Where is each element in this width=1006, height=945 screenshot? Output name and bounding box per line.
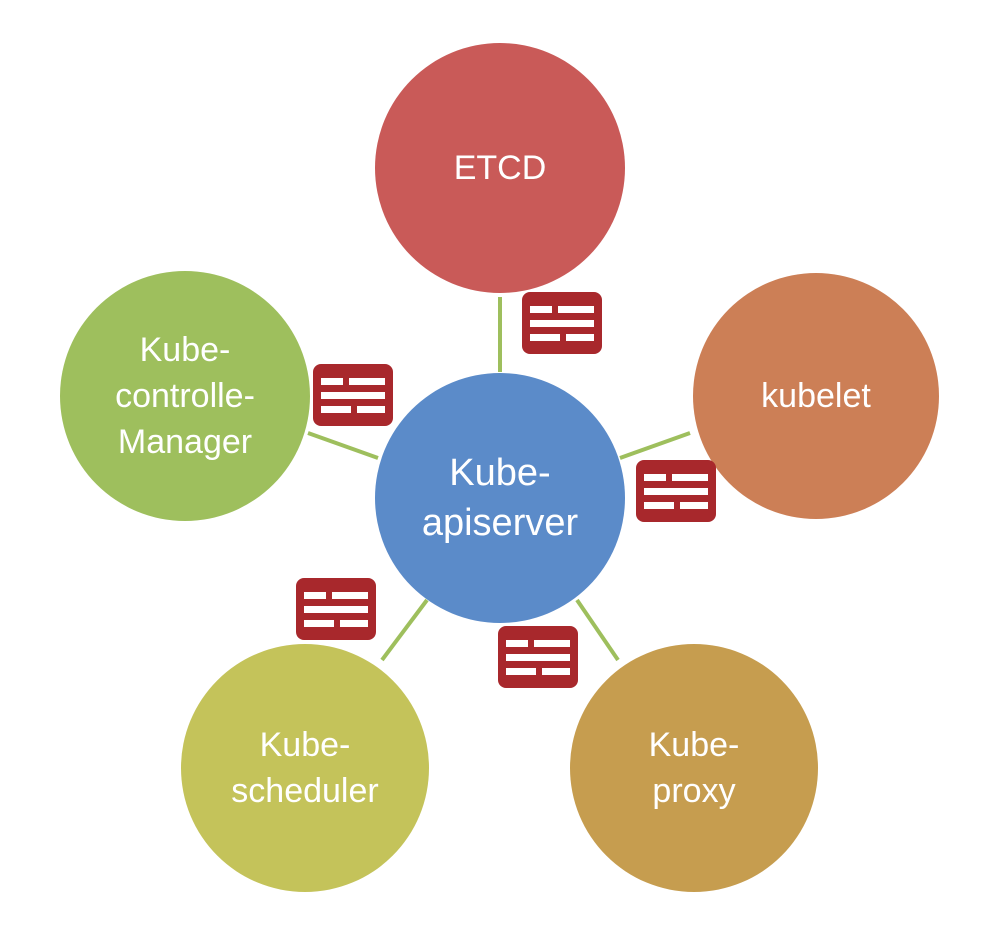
node-kube-controller-manager: Kube-controlle- Manager [60,271,310,521]
center-node-group: Kube-apiserver [375,373,625,623]
node-circle-kube-proxy [570,644,818,892]
node-label-line: scheduler [231,772,378,810]
message-packet-icon [498,626,578,688]
node-circle-etcd [375,43,625,293]
node-circle-kubelet [693,273,939,519]
node-label-line: ETCD [454,149,547,187]
node-label-line: Manager [118,423,252,461]
node-label-line: Kube- [649,726,740,764]
connector-kube-proxy [575,598,620,662]
node-label-line: controlle- [115,377,255,415]
node-label-line: kubelet [761,377,871,415]
connector-kubelet [619,431,691,460]
node-circle-kube-controller-manager [60,271,310,521]
node-label-line: proxy [652,772,735,810]
connectors [307,297,691,662]
node-circle-kube-scheduler [181,644,429,892]
node-etcd: ETCD [375,43,625,293]
node-label-line: Kube- [449,452,550,494]
node-kube-scheduler: Kube-scheduler [181,644,429,892]
message-packet-icon [296,578,376,640]
node-kube-proxy: Kube-proxy [570,644,818,892]
component-nodes: ETCDkubeletKube-proxyKube-schedulerKube-… [60,43,939,892]
node-circle-kube-apiserver [375,373,625,623]
connector-kube-controller-manager [307,431,379,460]
message-packet-icon [636,460,716,522]
message-icons [296,292,716,688]
node-kube-apiserver: Kube-apiserver [375,373,625,623]
message-packet-icon [313,364,393,426]
node-label-line: Kube- [260,726,351,764]
node-kubelet: kubelet [693,273,939,519]
message-packet-icon [522,292,602,354]
connector-kube-scheduler [380,598,429,662]
node-label-line: Kube- [140,331,231,369]
node-label-line: apiserver [422,502,579,544]
